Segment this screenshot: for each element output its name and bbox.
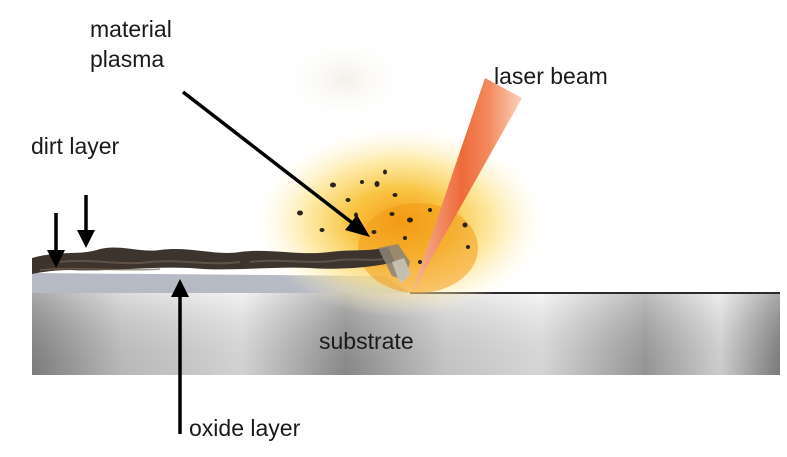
substrate-block <box>32 292 780 375</box>
annotation-arrows <box>47 90 370 434</box>
dirt-layer-band <box>32 244 411 284</box>
oxide-layer-label: oxide layer <box>189 415 301 441</box>
substrate-label: substrate <box>319 328 414 354</box>
material-plasma-label-line2: plasma <box>90 46 165 72</box>
material-plasma-label-line1: material <box>90 16 172 42</box>
laser-beam-cone <box>412 78 522 293</box>
smoke-haze <box>275 35 415 125</box>
material-plasma-glow <box>255 127 545 317</box>
plasma-arrow <box>181 90 357 227</box>
dirt-layer-label: dirt layer <box>31 133 120 159</box>
laser-beam-label: laser beam <box>494 63 608 89</box>
ejected-particles <box>297 169 470 264</box>
plasma-arrowhead <box>345 215 370 237</box>
